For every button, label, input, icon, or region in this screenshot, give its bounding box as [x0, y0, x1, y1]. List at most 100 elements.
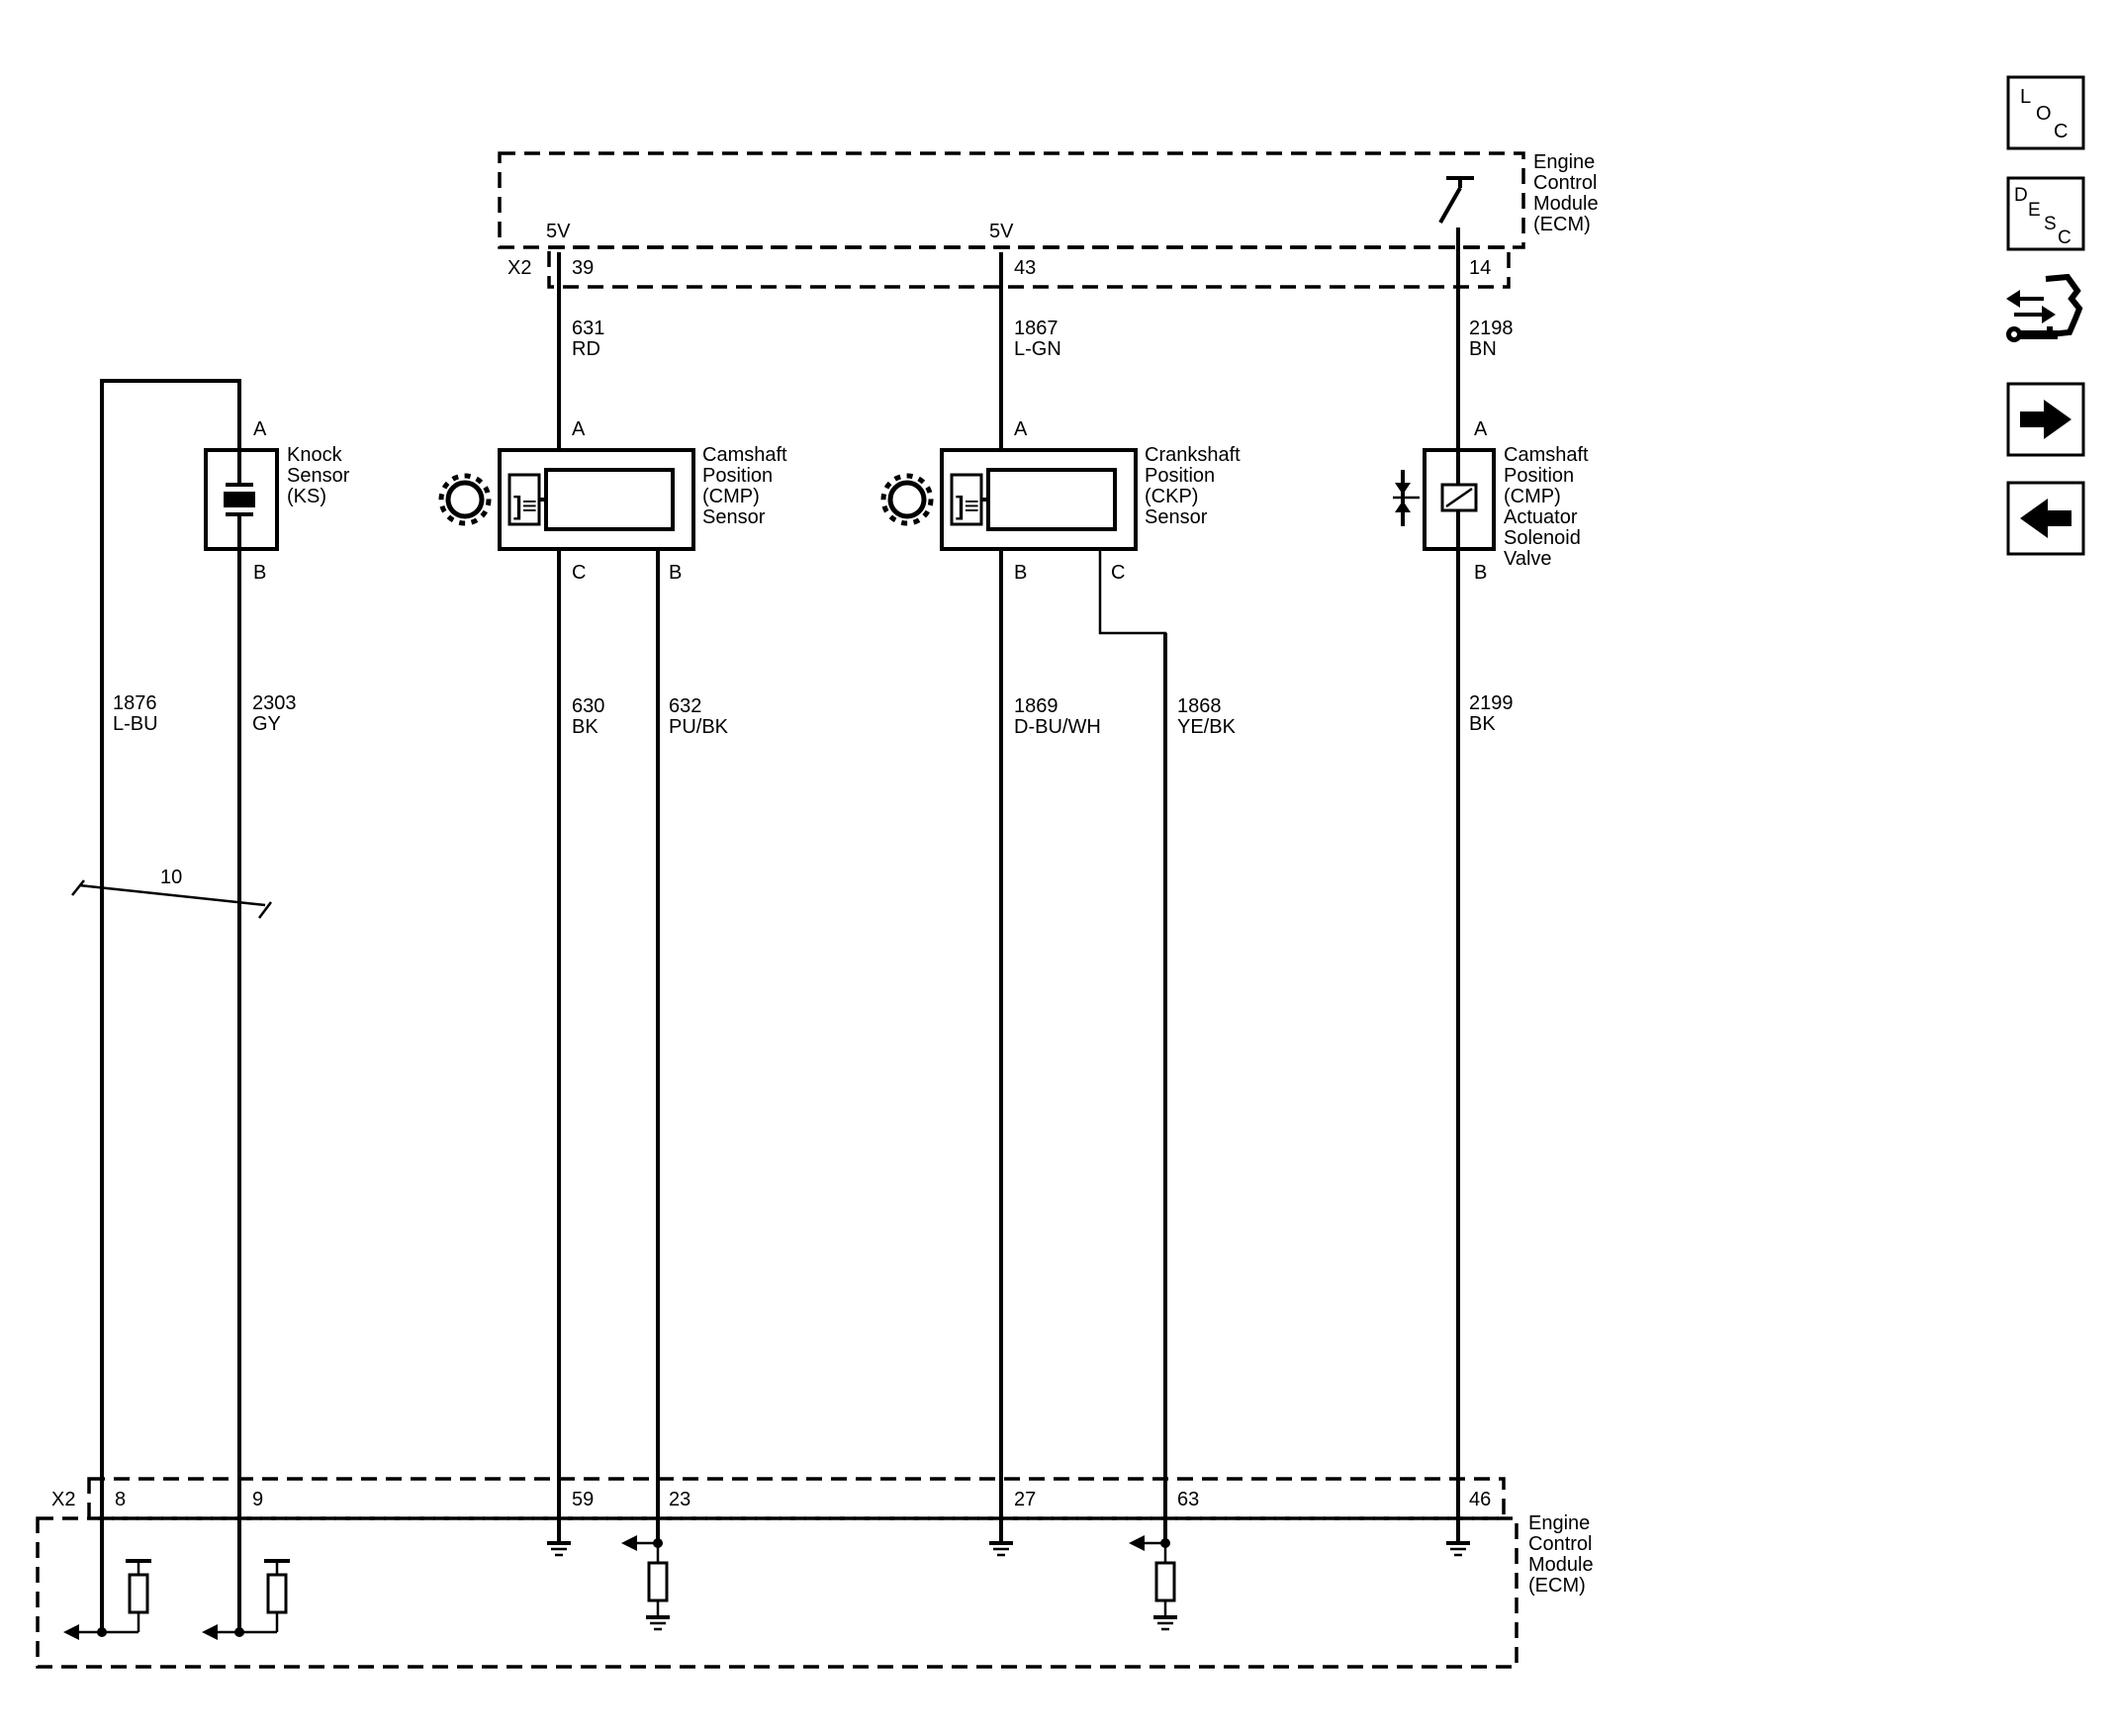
svg-text:C: C — [2058, 228, 2071, 248]
ecm-bottom-name-4: (ECM) — [1528, 1575, 1586, 1597]
cmp-label-3: (CMP) — [702, 486, 760, 507]
wire-1868-color: YE/BK — [1177, 716, 1237, 738]
cmp-internal-circuit-23 — [621, 1535, 670, 1631]
ecm-bottom-name-1: Engine — [1528, 1512, 1590, 1534]
ckp-pin-b: B — [1014, 562, 1027, 584]
ecm-top-name-4: (ECM) — [1533, 214, 1591, 235]
ks-label-2: Sensor — [287, 465, 350, 487]
ecm-top-name-3: Module — [1533, 193, 1599, 215]
cmp-sensor: ]≡ A C B Camshaft Position (CMP) Sensor — [438, 418, 787, 584]
nav-sidebar: L O C D E S C — [2006, 75, 2085, 556]
wire-1869-circuit: 1869 — [1014, 695, 1058, 717]
ecm-bottom-pin-46: 46 — [1469, 1489, 1491, 1510]
ckp-pin-a: A — [1014, 418, 1028, 440]
wire-labels-top: 631 RD 1867 L-GN 2198 BN — [572, 318, 1514, 360]
cmp-label-2: Position — [702, 465, 773, 487]
ecm-top-name-1: Engine — [1533, 151, 1595, 173]
wire-631-color: RD — [572, 338, 600, 360]
svg-text:E: E — [2028, 200, 2041, 221]
ks-label-1: Knock — [287, 444, 343, 466]
ground-icon-59 — [547, 1541, 571, 1557]
ckp-internal-circuit-63 — [1129, 1535, 1177, 1631]
ecm-switch-icon — [1438, 176, 1474, 224]
ecm-bottom-name-2: Control — [1528, 1533, 1592, 1555]
cmp-magnet-icon: ]≡ — [513, 491, 537, 520]
back-arrow-icon — [2020, 499, 2071, 538]
wire-1868-circuit: 1868 — [1177, 695, 1222, 717]
wire-2198-color: BN — [1469, 338, 1497, 360]
wire-631-circuit: 631 — [572, 318, 604, 339]
ks-internal-circuit-9 — [202, 1559, 290, 1640]
ground-icon-27 — [989, 1541, 1013, 1557]
wire-labels-middle: 1876 L-BU 2303 GY 630 BK 632 PU/BK 1869 … — [113, 692, 1514, 738]
svg-text:L: L — [2020, 86, 2031, 108]
act-label-1: Camshaft — [1504, 444, 1589, 466]
next-arrow-icon — [2020, 400, 2071, 439]
valve-icon — [1393, 470, 1425, 526]
next-button[interactable] — [2006, 382, 2085, 457]
svg-text:C: C — [2054, 121, 2068, 142]
ecm-bottom-pin-8: 8 — [115, 1489, 126, 1510]
ckp-label-2: Position — [1145, 465, 1215, 487]
loc-button[interactable]: L O C — [2006, 75, 2085, 150]
ecm-bottom-module: X2 8 9 59 23 27 63 46 Engine Control Mod… — [36, 1477, 1594, 1669]
wire-1876-color: L-BU — [113, 713, 158, 735]
wire-1868-jog — [1098, 534, 1167, 1543]
twist-label: 10 — [160, 867, 182, 888]
act-pin-a: A — [1474, 418, 1488, 440]
wire-630-circuit: 630 — [572, 695, 604, 717]
cmp-label-4: Sensor — [702, 506, 766, 528]
cmp-pin-b: B — [669, 562, 682, 584]
ks-pin-b: B — [253, 562, 266, 584]
wire-1867-color: L-GN — [1014, 338, 1061, 360]
ecm-top-name-2: Control — [1533, 172, 1597, 194]
ecm-top-pin-14: 14 — [1469, 257, 1491, 279]
ecm-top-5v-mid: 5V — [989, 221, 1014, 242]
ecm-top-5v-left: 5V — [546, 221, 571, 242]
ecm-top-module: Engine Control Module (ECM) X2 5V 5V 39 … — [498, 151, 1599, 289]
connector-tool-button[interactable] — [2006, 273, 2083, 342]
svg-text:O: O — [2036, 103, 2052, 125]
desc-icon: D E S C — [2014, 185, 2071, 248]
knock-sensor: A B Knock Sensor (KS) — [204, 418, 350, 584]
act-label-6: Valve — [1504, 548, 1552, 570]
ckp-magnet-icon: ]≡ — [956, 491, 979, 520]
act-pin-b: B — [1474, 562, 1487, 584]
ground-icon-46 — [1446, 1541, 1470, 1557]
ecm-bottom-connector-label: X2 — [51, 1489, 75, 1510]
act-label-2: Position — [1504, 465, 1574, 487]
cmp-actuator-solenoid: A B Camshaft Position (CMP) Actuator Sol… — [1393, 418, 1589, 584]
ks-pin-a: A — [253, 418, 267, 440]
wire-2199-color: BK — [1469, 713, 1496, 735]
ks-label-3: (KS) — [287, 486, 326, 507]
cmp-label-1: Camshaft — [702, 444, 787, 466]
wire-1867-circuit: 1867 — [1014, 318, 1058, 339]
loc-icon: L O C — [2020, 86, 2068, 142]
ecm-bottom-pin-27: 27 — [1014, 1489, 1036, 1510]
wire-630-color: BK — [572, 716, 598, 738]
wire-632-circuit: 632 — [669, 695, 701, 717]
wire-1869-color: D-BU/WH — [1014, 716, 1101, 738]
twisted-pair-marker: 10 — [71, 867, 272, 919]
act-label-5: Solenoid — [1504, 527, 1581, 549]
ecm-bottom-pin-59: 59 — [572, 1489, 594, 1510]
cmp-pin-a: A — [572, 418, 586, 440]
ckp-label-4: Sensor — [1145, 506, 1208, 528]
cmp-gear-icon — [438, 473, 492, 526]
connector-tool-icon — [2006, 273, 2083, 342]
ckp-pin-c: C — [1111, 562, 1125, 584]
wire-632-color: PU/BK — [669, 716, 729, 738]
wire-2303-circuit: 2303 — [252, 692, 297, 714]
svg-text:S: S — [2044, 214, 2057, 234]
ks-internal-circuit-8 — [63, 1559, 151, 1640]
back-button[interactable] — [2006, 481, 2085, 556]
ckp-label-3: (CKP) — [1145, 486, 1198, 507]
ckp-label-1: Crankshaft — [1145, 444, 1241, 466]
wire-1876 — [100, 379, 241, 1632]
desc-button[interactable]: D E S C — [2006, 176, 2085, 251]
ecm-top-pin-43: 43 — [1014, 257, 1036, 279]
ecm-bottom-pin-9: 9 — [252, 1489, 263, 1510]
ecm-bottom-name-3: Module — [1528, 1554, 1594, 1576]
cmp-pin-c: C — [572, 562, 586, 584]
